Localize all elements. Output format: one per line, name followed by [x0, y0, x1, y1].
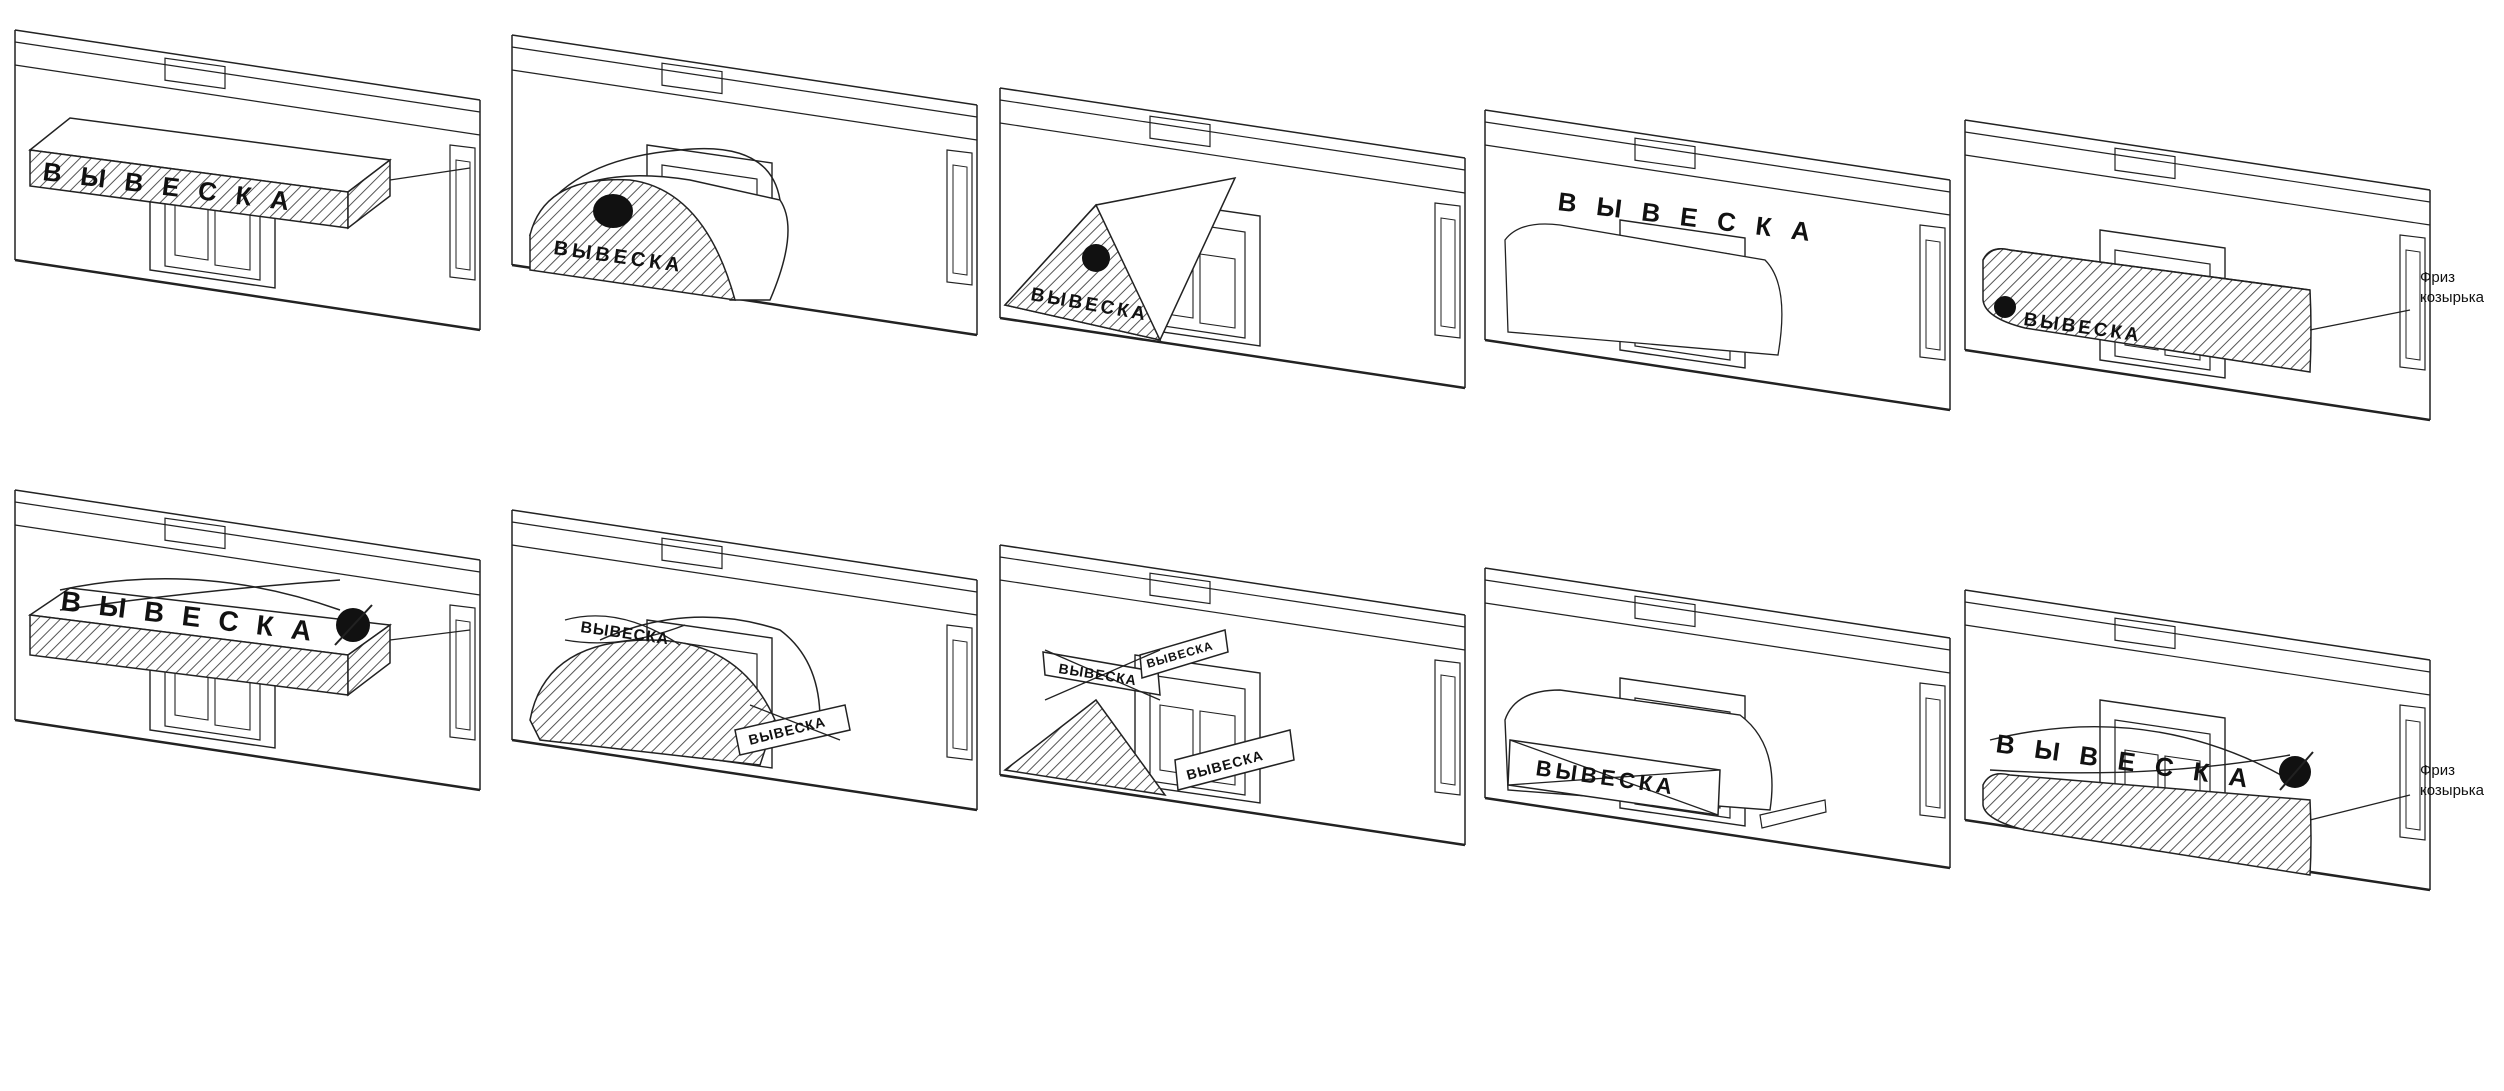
cornice-line [14, 29, 481, 101]
cornice-line [1484, 109, 1951, 181]
cornice-panel [2114, 147, 2176, 180]
canopy-curved-frieze-1 [1982, 248, 2411, 373]
side-window [1434, 202, 1461, 339]
cornice-line-2 [1484, 121, 1951, 193]
side-window-inner [952, 164, 968, 276]
box-sign-r2c3-c [1174, 729, 1295, 791]
cornice-line [1964, 589, 2431, 661]
cornice-line [1484, 567, 1951, 639]
cornice-line-2 [999, 99, 1466, 171]
ground-line [1964, 348, 2431, 422]
logo-dot-r1c2 [593, 194, 633, 228]
box-sign-r2c2 [734, 704, 851, 756]
door-inner-frame [1149, 674, 1246, 796]
ground-line [999, 316, 1466, 390]
cornice-panel [1149, 115, 1211, 148]
cornice-line-2 [14, 41, 481, 113]
cornice-panel [661, 62, 723, 95]
side-window [946, 149, 973, 286]
ground-line [1484, 796, 1951, 870]
box-sign-r2c4-small [1759, 799, 1827, 829]
cornice-line-3 [1964, 154, 2431, 226]
cornice-line-2 [1964, 131, 2431, 203]
cornice-line-3 [1484, 602, 1951, 674]
canopy-quarter-round-1 [1504, 223, 1783, 356]
side-window-inner [2405, 249, 2421, 361]
side-window [2399, 234, 2426, 371]
cornice-line-3 [14, 524, 481, 596]
cornice-panel [1149, 572, 1211, 605]
callout-frieze-r2-line2: козырька [2420, 782, 2485, 799]
canopy-gable-1 [1003, 176, 1237, 342]
canopy-arched-2 [529, 615, 851, 766]
logo-dot-r1c5 [1994, 296, 2016, 318]
cornice-line-3 [511, 544, 978, 616]
side-window-inner [455, 619, 471, 731]
side-window [946, 624, 973, 761]
ground-line [14, 258, 481, 332]
side-window-inner [1925, 697, 1941, 809]
side-window [449, 144, 476, 281]
cornice-line-2 [1964, 601, 2431, 673]
panel-r2c3 [999, 544, 1466, 847]
cornice-panel [1634, 137, 1696, 170]
box-sign-r2c3-b [1139, 629, 1229, 679]
cornice-line-2 [999, 556, 1466, 628]
cornice-line-3 [999, 122, 1466, 194]
callout-frieze-r2: Фриз [2420, 762, 2455, 779]
side-window [2399, 704, 2426, 841]
cornice-line-2 [511, 46, 978, 118]
cornice-line [999, 87, 1466, 159]
cornice-panel [1634, 595, 1696, 628]
cornice-line-2 [14, 501, 481, 573]
ground-line [1484, 338, 1951, 412]
side-window-inner [952, 639, 968, 751]
canopy-flat-box-2 [27, 578, 471, 697]
cornice-line-3 [511, 69, 978, 141]
callout-frieze-r1-line2: козырька [2420, 289, 2485, 306]
side-window-inner [1440, 674, 1456, 786]
cornice-line [511, 34, 978, 106]
cornice-panel [661, 537, 723, 570]
side-window [449, 604, 476, 741]
ground-line [14, 718, 481, 792]
side-window [1919, 682, 1946, 819]
side-window-inner [1440, 217, 1456, 329]
ground-line [999, 773, 1466, 847]
cornice-line-3 [1484, 144, 1951, 216]
box-sign-r2c3-a [1042, 651, 1161, 696]
ground-line [511, 738, 978, 812]
cornice-line-3 [999, 579, 1466, 651]
cornice-line [511, 509, 978, 581]
door-leaf-right [1199, 253, 1236, 329]
cornice-line-2 [511, 521, 978, 593]
side-window-inner [455, 159, 471, 271]
side-window [1919, 224, 1946, 361]
cornice-panel [164, 57, 226, 90]
cornice-line [999, 544, 1466, 616]
side-window [1434, 659, 1461, 796]
cornice-line-3 [14, 64, 481, 136]
canopy-flat-box-1 [28, 117, 471, 230]
canopy-curved-frieze-2 [1982, 725, 2411, 876]
logo-dot-r1c3 [1082, 244, 1110, 272]
cornice-line [1964, 119, 2431, 191]
cornice-line [14, 489, 481, 561]
side-window-inner [2405, 719, 2421, 831]
canopy-gable-2 [1003, 629, 1295, 797]
canopy-quarter-round-2 [1504, 689, 1827, 829]
cornice-panel [2114, 617, 2176, 650]
canopy-arched-1 [528, 147, 789, 301]
cornice-panel [164, 517, 226, 550]
cornice-line-3 [1964, 624, 2431, 696]
callout-frieze-r1: Фриз [2420, 269, 2455, 286]
cornice-line-2 [1484, 579, 1951, 651]
side-window-inner [1925, 239, 1941, 351]
